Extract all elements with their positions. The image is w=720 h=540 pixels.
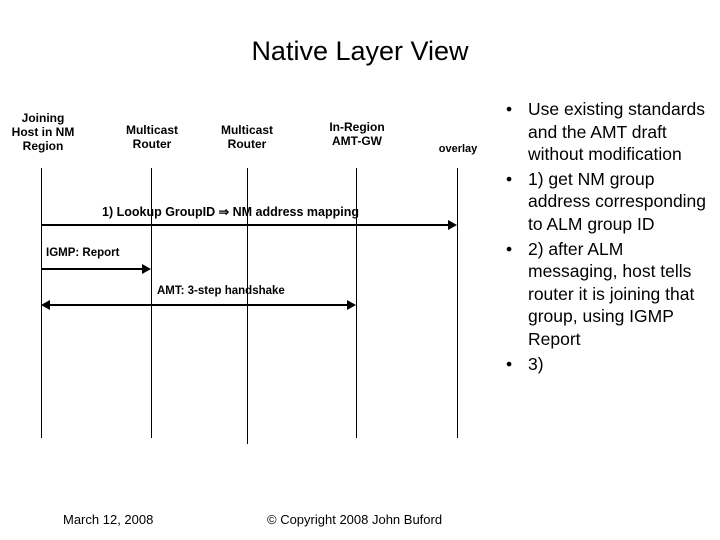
lifeline-in-region-amt-gw bbox=[356, 168, 357, 438]
arrowhead-right-icon bbox=[142, 264, 151, 274]
lifeline-label-line: Router bbox=[227, 137, 267, 152]
list-item-text: Use existing standards and the AMT draft… bbox=[528, 99, 706, 165]
page-title: Native Layer View bbox=[251, 36, 469, 66]
bullet-list: • Use existing standards and the AMT dra… bbox=[496, 98, 714, 377]
lifeline-label-line: overlay bbox=[438, 143, 478, 155]
message-label-igmp-report: IGMP: Report bbox=[46, 247, 120, 259]
lifeline-label-joining-host: Joining Host in NM Region bbox=[0, 111, 86, 153]
message-arrow-igmp-report bbox=[41, 268, 143, 270]
sequence-diagram: Joining Host in NM Region Multicast Rout… bbox=[0, 111, 477, 444]
arrowhead-right-icon bbox=[448, 220, 457, 230]
list-item: • Use existing standards and the AMT dra… bbox=[496, 98, 714, 166]
bullet-marker-icon: • bbox=[506, 353, 513, 374]
arrowhead-right-icon bbox=[347, 300, 356, 310]
list-item: • 2) after ALM messaging, host tells rou… bbox=[496, 238, 714, 351]
footer-date: March 12, 2008 bbox=[63, 512, 154, 527]
list-item: • 3) bbox=[496, 353, 714, 376]
lifeline-label-line: AMT-GW bbox=[332, 134, 382, 149]
message-label-amt-handshake: AMT: 3-step handshake bbox=[157, 285, 285, 297]
lifeline-multicast-router-2 bbox=[247, 168, 248, 444]
list-item-text: 3) bbox=[528, 353, 544, 374]
lifeline-label-line: In-Region bbox=[329, 120, 385, 134]
lifeline-label-line: Region bbox=[22, 139, 64, 154]
lifeline-label-line: Multicast bbox=[125, 123, 178, 137]
arrowhead-left-icon bbox=[41, 300, 50, 310]
lifeline-label-line: Host in NM bbox=[11, 125, 75, 140]
bullet-marker-icon: • bbox=[506, 99, 513, 119]
lifeline-multicast-router-1 bbox=[151, 168, 152, 438]
lifeline-label-overlay: overlay bbox=[419, 143, 497, 156]
list-item-text: 1) get NM group address corresponding to… bbox=[528, 168, 707, 234]
lifeline-label-line: Router bbox=[132, 137, 172, 152]
lifeline-label-in-region-amt-gw: In-Region AMT-GW bbox=[312, 120, 402, 148]
lifeline-overlay bbox=[457, 168, 458, 438]
list-item: • 1) get NM group address corresponding … bbox=[496, 168, 714, 236]
list-item-text: 2) after ALM messaging, host tells route… bbox=[528, 238, 695, 349]
lifeline-label-multicast-router-2: Multicast Router bbox=[203, 123, 291, 151]
lifeline-label-line: Joining bbox=[21, 111, 65, 125]
lifeline-label-multicast-router-1: Multicast Router bbox=[108, 123, 196, 151]
message-label-lookup-groupid: 1) Lookup GroupID ⇒ NM address mapping bbox=[102, 205, 360, 219]
message-arrow-amt-handshake bbox=[50, 304, 347, 306]
footer-copyright: © Copyright 2008 John Buford bbox=[267, 512, 443, 527]
message-arrow-lookup-groupid bbox=[41, 224, 450, 226]
bullet-marker-icon: • bbox=[506, 168, 513, 189]
bullet-marker-icon: • bbox=[506, 238, 513, 259]
lifeline-label-line: Multicast bbox=[220, 123, 273, 137]
